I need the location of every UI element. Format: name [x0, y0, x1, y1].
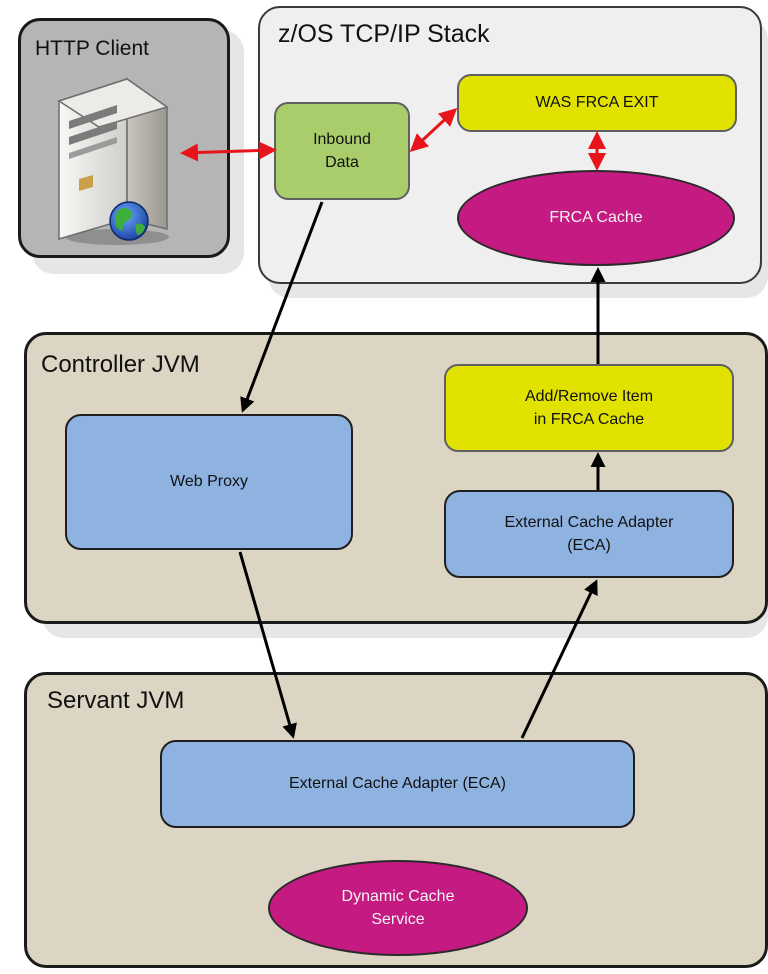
web-proxy-box: Web Proxy: [65, 414, 353, 550]
server-icon: [57, 77, 169, 245]
servant-jvm-title: Servant JVM: [47, 687, 185, 714]
frca-cache-ellipse: FRCA Cache: [457, 170, 735, 266]
controller-jvm-title: Controller JVM: [41, 351, 200, 378]
was-frca-exit-box: WAS FRCA EXIT: [457, 74, 737, 132]
servant-eca-to-controller-eca-arrow: [520, 579, 598, 739]
http-client-inbound-arrow: [180, 141, 277, 162]
http-client-container: HTTP Client: [18, 18, 230, 258]
tcpip-stack-title: z/OS TCP/IP Stack: [278, 20, 490, 48]
dynamic-cache-service-ellipse: Dynamic Cache Service: [268, 860, 528, 956]
inbound-frca-exit-arrow: [409, 107, 458, 153]
add-remove-item-box: Add/Remove Item in FRCA Cache: [444, 364, 734, 452]
web-proxy-to-servant-eca-arrow: [238, 551, 297, 739]
inbound-to-web-proxy-arrow: [240, 201, 324, 413]
servant-eca-box: External Cache Adapter (ECA): [160, 740, 635, 828]
inbound-data-box: Inbound Data: [274, 102, 410, 200]
controller-eca-box: External Cache Adapter (ECA): [444, 490, 734, 578]
http-client-title: HTTP Client: [35, 37, 149, 60]
